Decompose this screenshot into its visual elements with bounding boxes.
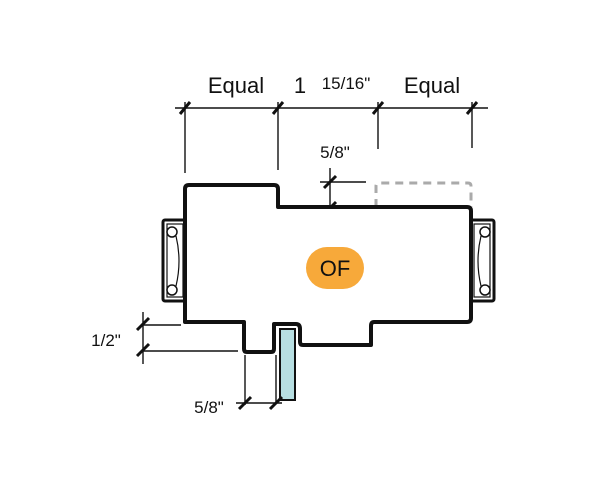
glass-panel [279,328,296,401]
of-badge-label: OF [320,256,351,281]
offset-bottom-dimension [236,355,284,411]
offset-left-dimension [135,312,238,364]
dim-center-fraction: 15/16" [322,74,371,93]
top-dimension-line [175,101,488,173]
dim-offset-left: 1/2" [91,331,121,350]
phantom-stop-outline [374,181,473,207]
dim-equal-left: Equal [208,73,264,98]
dim-center-whole: 1 [294,73,306,98]
dim-offset-top: 5/8" [320,143,350,162]
of-badge [306,247,364,289]
dim-offset-bottom: 5/8" [194,398,224,417]
dim-equal-right: Equal [404,73,460,98]
